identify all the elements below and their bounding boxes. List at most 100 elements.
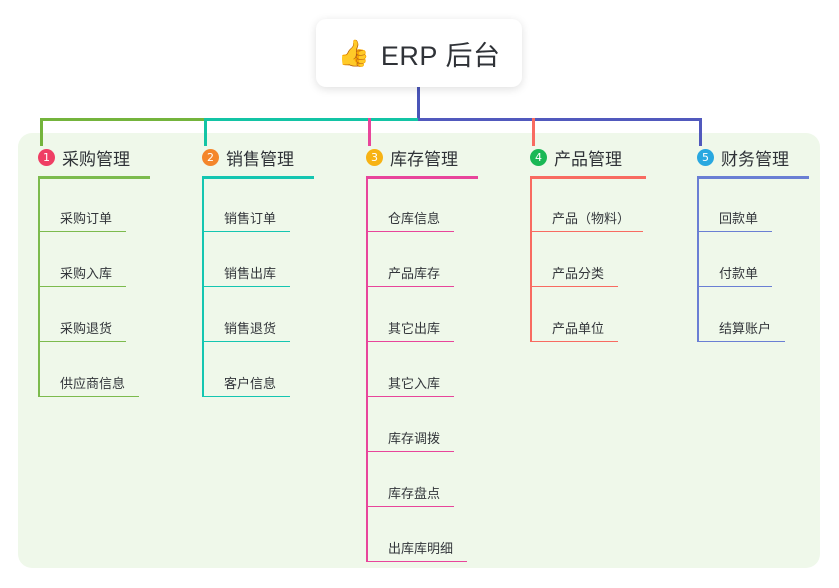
list-item-rule [38, 230, 126, 232]
column-badge-5: 5 [697, 148, 714, 166]
connector-drop-1 [40, 118, 43, 146]
column-header-3[interactable]: 3 库存管理 [366, 145, 458, 169]
connector-root-stem [417, 86, 420, 121]
list-item-label: 销售退货 [224, 321, 277, 336]
thumbs-up-icon: 👍 [337, 38, 370, 68]
list-item-label: 采购退货 [60, 321, 113, 336]
column-5: 5 财务管理回款单付款单结算账户 [697, 145, 809, 342]
list-item-rule [697, 230, 772, 232]
connector-drop-4 [532, 118, 535, 146]
list-item[interactable]: 其它出库 [366, 305, 464, 342]
list-item-rule [38, 285, 126, 287]
list-item[interactable]: 仓库信息 [366, 195, 464, 232]
column-spine-3 [366, 179, 368, 562]
column-3: 3 库存管理仓库信息产品库存其它出库其它入库库存调拨库存盘点出库库明细 [366, 145, 478, 562]
list-item-rule [202, 285, 290, 287]
list-item-rule [530, 230, 643, 232]
list-item[interactable]: 产品分类 [530, 250, 628, 287]
list-item-label: 产品（物料） [552, 211, 631, 226]
column-header-rule-2 [202, 176, 314, 179]
list-item-rule [697, 340, 785, 342]
column-badge-3: 3 [366, 148, 383, 166]
list-item-rule [366, 340, 454, 342]
list-item-label: 销售出库 [224, 266, 277, 281]
column-header-rule-3 [366, 176, 478, 179]
list-item[interactable]: 出库库明细 [366, 525, 477, 562]
column-header-rule-5 [697, 176, 809, 179]
list-item-rule [366, 560, 467, 562]
list-item-rule [366, 450, 454, 452]
column-header-rule-4 [530, 176, 646, 179]
list-item[interactable]: 销售退货 [202, 305, 300, 342]
list-item-label: 供应商信息 [60, 376, 126, 391]
column-badge-1: 1 [38, 148, 55, 166]
list-item[interactable]: 客户信息 [202, 360, 300, 397]
list-item-label: 付款单 [719, 266, 759, 281]
connector-bar-segment-2 [204, 118, 421, 121]
list-item[interactable]: 产品单位 [530, 305, 628, 342]
column-title-3: 库存管理 [390, 149, 458, 169]
list-item-label: 出库库明细 [388, 541, 454, 556]
list-item-label: 仓库信息 [388, 211, 441, 226]
column-badge-2: 2 [202, 148, 219, 166]
list-item[interactable]: 库存盘点 [366, 470, 464, 507]
list-item-label: 其它入库 [388, 376, 441, 391]
list-item[interactable]: 供应商信息 [38, 360, 149, 397]
list-item-rule [38, 340, 126, 342]
root-node-erp-backend[interactable]: 👍 ERP 后台 [316, 19, 522, 87]
list-item-rule [202, 230, 290, 232]
list-item-label: 其它出库 [388, 321, 441, 336]
column-spine-1 [38, 179, 40, 397]
connector-bar-segment-3 [418, 118, 702, 121]
list-item-rule [366, 230, 454, 232]
connector-drop-3 [368, 118, 371, 146]
list-item-rule [38, 395, 139, 397]
list-item-label: 库存盘点 [388, 486, 441, 501]
list-item-label: 产品库存 [388, 266, 441, 281]
list-item[interactable]: 库存调拨 [366, 415, 464, 452]
list-item-label: 销售订单 [224, 211, 277, 226]
list-item-label: 结算账户 [719, 321, 772, 336]
list-item-rule [366, 285, 454, 287]
list-item[interactable]: 产品库存 [366, 250, 464, 287]
list-item-label: 采购订单 [60, 211, 113, 226]
list-item-rule [202, 340, 290, 342]
column-1: 1 采购管理采购订单采购入库采购退货供应商信息 [38, 145, 150, 397]
list-item-label: 库存调拨 [388, 431, 441, 446]
column-spine-4 [530, 179, 532, 342]
list-item[interactable]: 销售出库 [202, 250, 300, 287]
connector-bar-segment-1 [40, 118, 207, 121]
list-item-rule [202, 395, 290, 397]
list-item[interactable]: 回款单 [697, 195, 782, 232]
column-title-1: 采购管理 [62, 149, 130, 169]
list-item[interactable]: 采购退货 [38, 305, 136, 342]
list-item-label: 回款单 [719, 211, 759, 226]
list-item-rule [530, 340, 618, 342]
list-item-rule [366, 395, 454, 397]
list-item-rule [697, 285, 772, 287]
list-item[interactable]: 采购订单 [38, 195, 136, 232]
column-spine-2 [202, 179, 204, 397]
column-badge-4: 4 [530, 148, 547, 166]
list-item[interactable]: 付款单 [697, 250, 782, 287]
list-item-label: 产品分类 [552, 266, 605, 281]
list-item[interactable]: 结算账户 [697, 305, 795, 342]
list-item[interactable]: 销售订单 [202, 195, 300, 232]
list-item-label: 客户信息 [224, 376, 277, 391]
column-header-5[interactable]: 5 财务管理 [697, 145, 789, 169]
list-item-rule [366, 505, 454, 507]
list-item[interactable]: 产品（物料） [530, 195, 653, 232]
column-header-rule-1 [38, 176, 150, 179]
diagram-background-panel [18, 133, 820, 568]
column-title-5: 财务管理 [721, 149, 789, 169]
list-item[interactable]: 采购入库 [38, 250, 136, 287]
list-item[interactable]: 其它入库 [366, 360, 464, 397]
list-item-label: 产品单位 [552, 321, 605, 336]
connector-drop-2 [204, 118, 207, 146]
column-header-1[interactable]: 1 采购管理 [38, 145, 130, 169]
